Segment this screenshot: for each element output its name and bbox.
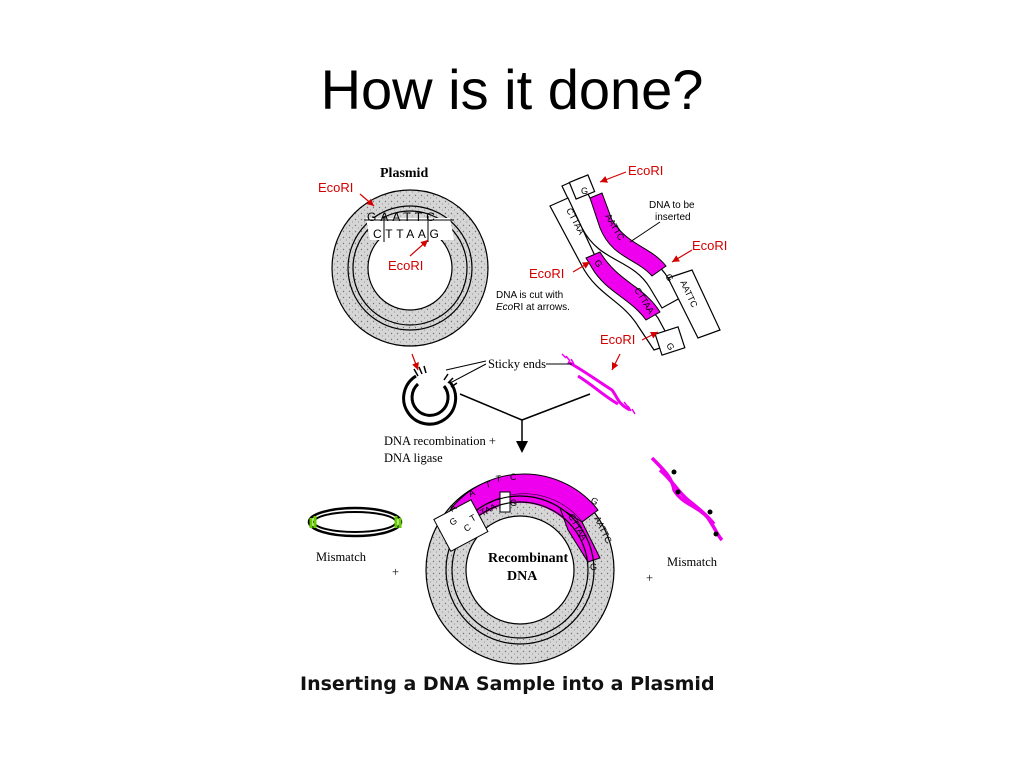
svg-text:A: A [467,487,476,499]
ecori-label-plasmid-bottom: EcoRI [388,258,423,273]
plus-left: + [392,565,399,579]
plasmid-top-bases: GAATTC [367,210,439,224]
svg-text:G: G [664,341,676,352]
plasmid-ring [331,189,489,347]
svg-text:G: G [592,258,604,269]
svg-text:G: G [510,498,517,508]
dna-to-be-inserted-label-line1: DNA to be [649,200,695,211]
ecori-label-insert-bottom: EcoRI [600,332,635,347]
ecori-label-plasmid-top: EcoRI [318,180,353,195]
plasmid-title: Plasmid [380,166,428,181]
recombinant-label-line1: Recombinant [488,551,568,566]
cut-plasmid [402,365,458,426]
mismatch-plasmid [307,506,403,538]
ecori-label-insert-right: EcoRI [692,238,727,253]
svg-text:C: C [510,472,517,482]
recombination-label-line2: DNA ligase [384,451,443,465]
ecori-label-insert-top: EcoRI [628,163,663,178]
ecori-arrow-plasmid-bottom [409,239,429,257]
svg-text:T: T [495,473,502,484]
sticky-ends-label: Sticky ends [488,357,546,371]
svg-text:G: G [448,515,459,527]
insert-dna-strands [549,174,721,356]
recombination-label-line1: DNA recombination + [384,434,496,448]
svg-text:A: A [448,502,459,514]
plasmid-insertion-diagram: Plasmid GAATTC CTTAAG EcoRI EcoRI G AATT… [300,163,727,695]
svg-text:G: G [663,272,675,283]
svg-text:G: G [589,495,600,507]
svg-text:G: G [590,562,597,572]
ecori-arrow-plasmid-top [359,193,375,207]
svg-text:T: T [468,512,478,524]
svg-text:C: C [462,522,473,534]
mismatch-label-right: Mismatch [667,555,718,569]
cut-note-line1: DNA is cut with [496,290,563,301]
slide-title: How is it done? [320,58,704,121]
cut-note-line2: EcoRI at arrows. [496,302,570,313]
diagram-caption: Inserting a DNA Sample into a Plasmid [300,673,715,695]
plus-right: + [646,571,653,585]
svg-text:G: G [581,186,588,196]
sticky-end-fragment [561,353,636,415]
dna-to-be-inserted-label-line2: inserted [655,212,691,223]
mismatch-label-left: Mismatch [316,550,367,564]
plasmid-bottom-bases: CTTAAG [373,227,442,241]
svg-text:T: T [484,479,492,490]
ecori-label-insert-left: EcoRI [529,266,564,281]
recombinant-label-line2: DNA [507,569,538,584]
mismatch-fragment [650,456,724,542]
recombinant-plasmid [425,473,615,665]
